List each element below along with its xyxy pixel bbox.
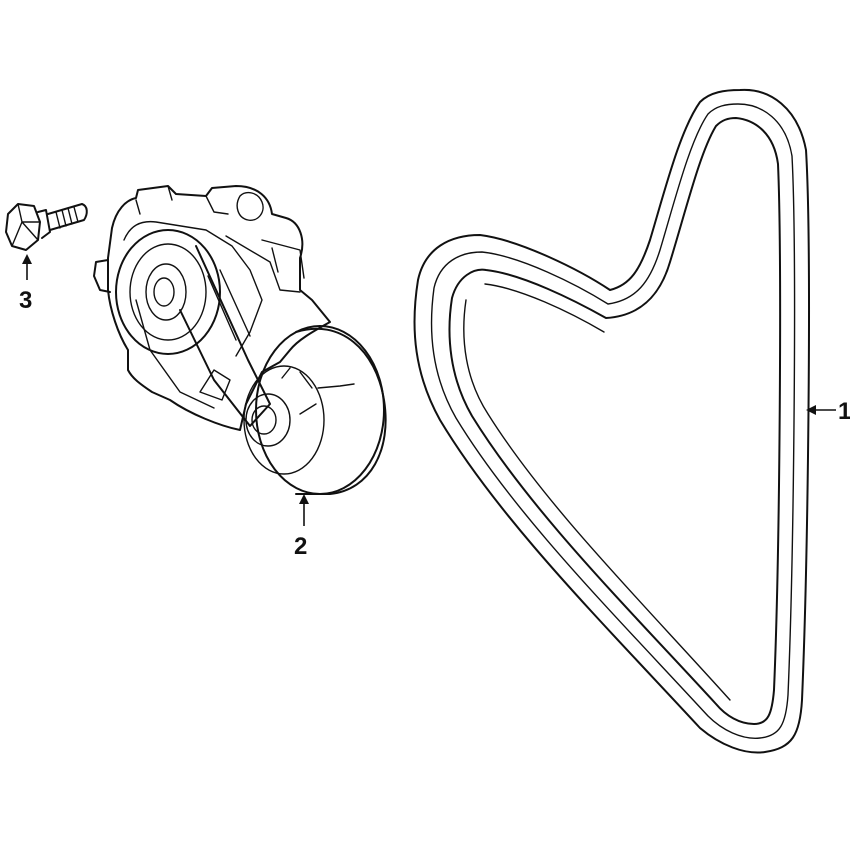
bolt-head bbox=[5, 203, 41, 251]
pivot-boss-ring bbox=[129, 243, 207, 341]
callout-2-arrow bbox=[299, 494, 309, 504]
bolt-threads bbox=[55, 206, 79, 229]
bolt-head-facets bbox=[11, 203, 41, 247]
belt-inner-edge bbox=[448, 117, 782, 725]
serpentine-belt bbox=[413, 88, 810, 754]
bolt-flange bbox=[37, 209, 51, 239]
callout-2-label: 2 bbox=[294, 533, 307, 560]
arm-spring-detail bbox=[207, 239, 305, 341]
belt-outer-edge bbox=[413, 88, 810, 754]
callout-3-arrow bbox=[22, 254, 32, 264]
idler-pulley-rim bbox=[295, 327, 387, 495]
pivot-boss-outer bbox=[115, 229, 221, 355]
bracket-ridge bbox=[123, 185, 301, 409]
belt-inner-rib bbox=[463, 283, 731, 701]
pulley-web-lines bbox=[281, 367, 355, 415]
pivot-boss-inner bbox=[145, 263, 187, 321]
callout-1-arrow bbox=[806, 405, 816, 415]
idler-pulley-face bbox=[255, 325, 385, 495]
pulley-hub-ring bbox=[243, 365, 325, 475]
pulley-bolt-head bbox=[251, 405, 277, 435]
tensioner-mounting-lug bbox=[93, 259, 111, 293]
pivot-boss-hole bbox=[153, 277, 175, 307]
belt-tensioner bbox=[93, 185, 387, 495]
belt-rib-line bbox=[430, 103, 796, 739]
bolt-shank bbox=[47, 203, 88, 231]
callout-2: 2 bbox=[294, 494, 309, 560]
pulley-hub bbox=[245, 393, 291, 447]
callout-1-label: 1 bbox=[838, 398, 850, 425]
callout-3-label: 3 bbox=[19, 287, 32, 314]
callout-3: 3 bbox=[19, 254, 32, 314]
tensioner-arm bbox=[179, 245, 271, 427]
callout-1: 1 bbox=[806, 398, 850, 425]
tensioner-bolt bbox=[5, 203, 88, 251]
